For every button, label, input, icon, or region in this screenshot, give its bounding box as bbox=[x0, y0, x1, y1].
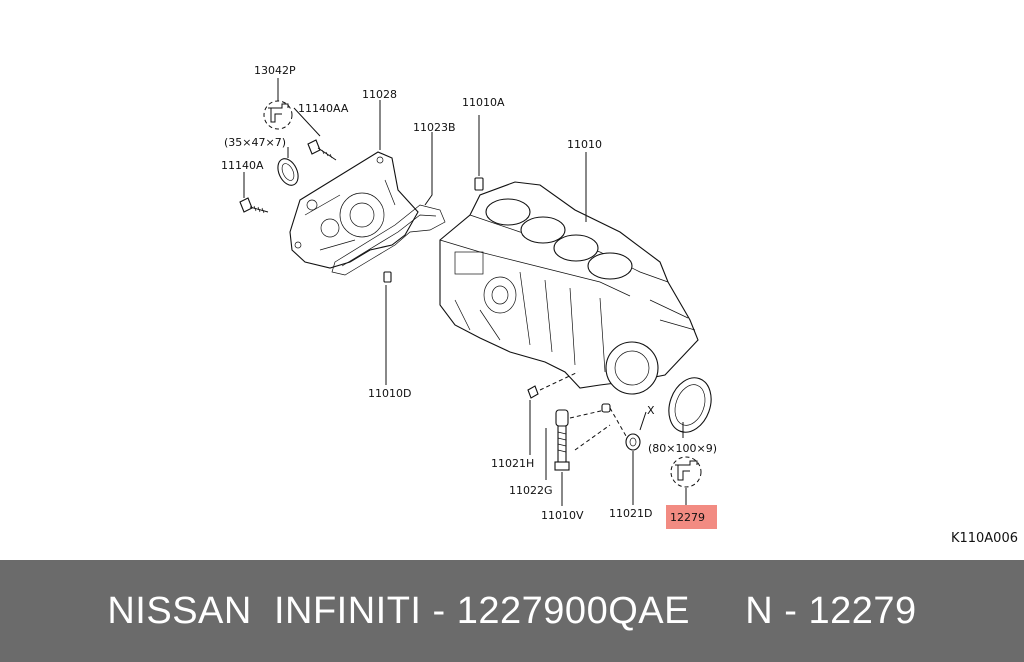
bolt-11022g-part bbox=[554, 409, 611, 471]
leader-lines bbox=[243, 78, 687, 506]
label-13042p[interactable]: 13042P bbox=[254, 64, 296, 77]
bolt-11140aa-part bbox=[307, 139, 337, 161]
highlight-box-12279 bbox=[666, 505, 717, 529]
label-11021h[interactable]: 11021H bbox=[491, 457, 534, 470]
label-11021d[interactable]: 11021D bbox=[609, 507, 652, 520]
label-11010d[interactable]: 11010D bbox=[368, 387, 411, 400]
seal-size-large: (80×100×9) bbox=[648, 442, 717, 455]
footer-bar: NISSAN INFINITI - 1227900QAE N - 12279 bbox=[0, 560, 1024, 662]
seal-icon-12279 bbox=[670, 456, 702, 488]
diagram-code: K110A006 bbox=[950, 531, 1018, 546]
label-11023b[interactable]: 11023B bbox=[413, 121, 456, 134]
label-11010v[interactable]: 11010V bbox=[541, 509, 584, 522]
label-11140a[interactable]: 11140A bbox=[221, 159, 264, 172]
dowel-11010d-part bbox=[383, 271, 392, 283]
bolt-11140a-part bbox=[239, 197, 269, 214]
label-11010a[interactable]: 11010A bbox=[462, 96, 505, 109]
label-11028[interactable]: 11028 bbox=[362, 88, 397, 101]
rear-oil-seal-part bbox=[668, 377, 712, 433]
cylinder-block-part bbox=[439, 181, 699, 395]
front-oil-seal-part bbox=[277, 158, 299, 186]
bolt-11021h-part bbox=[527, 371, 579, 399]
footer-text: NISSAN INFINITI - 1227900QAE N - 12279 bbox=[107, 590, 917, 632]
label-12279[interactable]: 12279 bbox=[670, 511, 705, 524]
seal-size-small: (35×47×7) bbox=[224, 136, 286, 149]
gasket-part bbox=[331, 204, 446, 276]
seal-icon-13042p bbox=[263, 100, 293, 130]
label-11022g[interactable]: 11022G bbox=[509, 484, 553, 497]
plug-11021d-part bbox=[601, 403, 641, 451]
engine-block-diagram: 13042P 11140AA 11028 11010A 11023B 11010… bbox=[221, 64, 717, 529]
label-11010[interactable]: 11010 bbox=[567, 138, 602, 151]
dowel-11010a-part bbox=[474, 115, 484, 191]
label-11140aa[interactable]: 11140AA bbox=[298, 102, 349, 115]
x-mark: X bbox=[647, 404, 655, 417]
